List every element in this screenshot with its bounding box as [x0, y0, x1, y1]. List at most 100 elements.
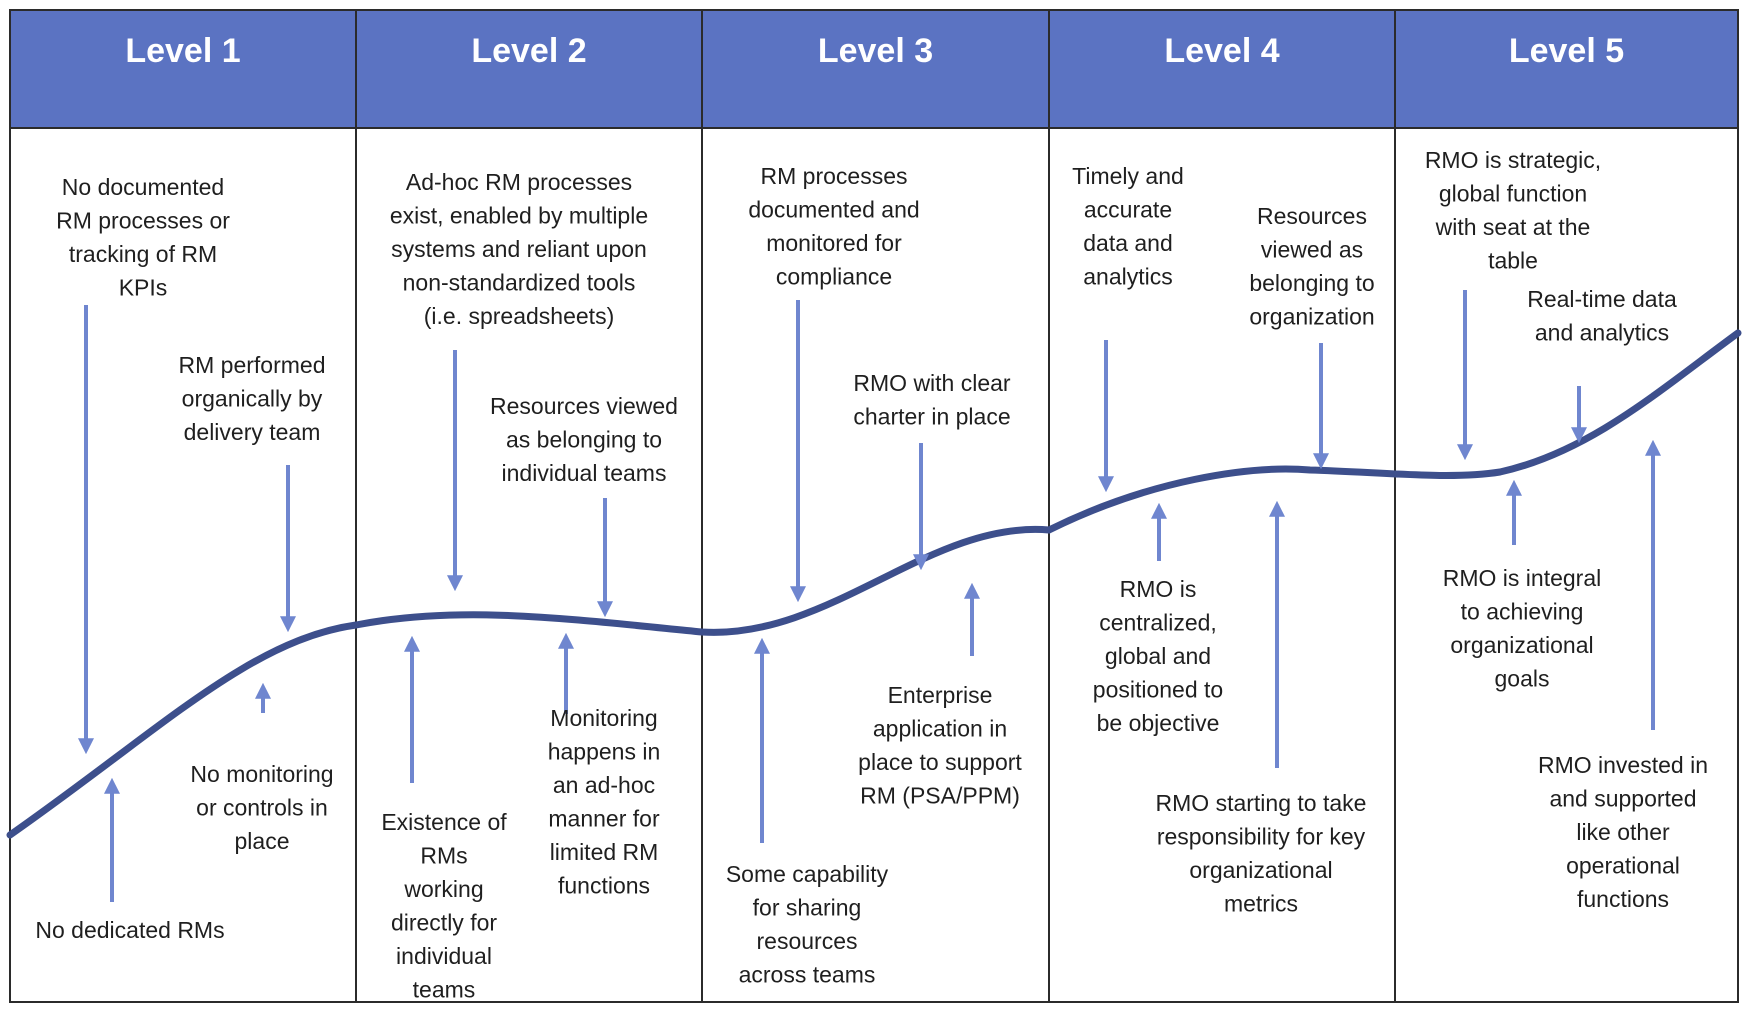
annotation-line: directly for	[391, 910, 497, 936]
annotation-line: Monitoring	[550, 705, 657, 731]
annotation-line: accurate	[1084, 197, 1172, 223]
annotation-line: No monitoring	[190, 761, 333, 787]
annotation-line: manner for	[548, 806, 660, 832]
annotation-line: RM performed	[179, 352, 326, 378]
annotation-line: individual	[396, 943, 492, 969]
annotation-line: limited RM	[550, 839, 659, 865]
annotation-line: tracking of RM	[69, 241, 217, 267]
annotation-line: (i.e. spreadsheets)	[424, 303, 614, 329]
annotation-line: Real-time data	[1527, 286, 1677, 312]
annotation-7: Existence of RMs working directly for indivi…	[381, 809, 507, 1003]
annotation-line: and analytics	[1535, 320, 1669, 346]
annotation-line: for sharing	[753, 895, 862, 921]
annotation-line: data and	[1083, 230, 1173, 256]
annotation-14: Resources viewed as belonging to organizati…	[1249, 203, 1374, 330]
annotation-line: Timely and	[1072, 163, 1184, 189]
annotation-line: KPIs	[119, 275, 168, 301]
curve-layer	[6, 329, 1742, 839]
annotation-line: like other	[1576, 819, 1670, 845]
annotation-line: Existence of	[381, 809, 507, 835]
annotation-line: to achieving	[1461, 599, 1584, 625]
annotation-line: as belonging to	[506, 427, 662, 453]
annotation-line: metrics	[1224, 891, 1298, 917]
annotation-line: RM (PSA/PPM)	[860, 783, 1020, 809]
annotation-line: RMO starting to take	[1156, 790, 1367, 816]
level-header-2: Level 2	[471, 32, 586, 70]
grid-layer: Level 1 Level 2 Level 3 Level 4 Level 5	[9, 9, 1739, 1003]
annotation-line: with seat at the	[1435, 214, 1591, 240]
annotation-line: RMs	[420, 843, 467, 869]
annotation-line: belonging to	[1249, 270, 1374, 296]
annotation-line: functions	[558, 873, 650, 899]
annotation-line: RMO is strategic,	[1425, 147, 1601, 173]
level-header-4: Level 4	[1164, 32, 1279, 70]
annotation-line: centralized,	[1099, 610, 1217, 636]
annotation-line: working	[403, 876, 483, 902]
annotation-line: RMO invested in	[1538, 752, 1708, 778]
annotation-line: RM processes	[761, 163, 908, 189]
annotation-line: individual teams	[502, 460, 667, 486]
annotation-8: Monitoring happens in an ad-hoc manner for l…	[548, 705, 661, 899]
annotation-line: place to support	[858, 749, 1022, 775]
annotation-18: Real-time data and analytics	[1527, 286, 1677, 346]
annotation-line: RMO with clear	[853, 370, 1011, 396]
annotation-line: Some capability	[726, 861, 889, 887]
annotation-line: global and	[1105, 643, 1211, 669]
annotation-15: RMO is centralized, global and positioned t…	[1093, 576, 1223, 736]
annotation-line: be objective	[1097, 710, 1220, 736]
annotation-19: RMO is integral to achieving organizationa…	[1443, 565, 1601, 692]
annotation-line: goals	[1495, 666, 1550, 692]
annotation-line: Resources	[1257, 203, 1367, 229]
annotation-line: operational	[1566, 853, 1680, 879]
level-header-5: Level 5	[1509, 32, 1624, 70]
annotation-16: RMO starting to take responsibility for k…	[1156, 790, 1367, 917]
annotation-line: organically by	[182, 386, 323, 412]
annotation-line: exist, enabled by multiple	[390, 203, 648, 229]
annotation-line: happens in	[548, 739, 661, 765]
annotation-line: Enterprise	[888, 682, 993, 708]
annotation-line: viewed as	[1261, 237, 1363, 263]
annotation-line: Resources viewed	[490, 393, 678, 419]
level-header-1: Level 1	[125, 32, 240, 70]
table-border	[9, 9, 1739, 1003]
annotation-line: systems and reliant upon	[391, 236, 647, 262]
annotation-line: RM processes or	[56, 208, 230, 234]
annotation-line: delivery team	[184, 419, 321, 445]
annotation-12: Enterprise application in place to support…	[858, 682, 1022, 809]
annotation-line: application in	[873, 716, 1007, 742]
annotation-line: an ad-hoc	[553, 772, 655, 798]
level-header-3: Level 3	[818, 32, 933, 70]
annotation-line: organizational	[1189, 857, 1332, 883]
annotation-line: RMO is integral	[1443, 565, 1601, 591]
annotation-line: table	[1488, 248, 1538, 274]
annotation-line: Ad-hoc RM processes	[406, 169, 632, 195]
arrow-layer	[78, 290, 1661, 902]
annotation-6: Resources viewed as belonging to individua…	[490, 393, 678, 486]
annotation-line: analytics	[1083, 264, 1172, 290]
annotation-line: teams	[413, 977, 476, 1003]
annotation-line: across teams	[739, 962, 876, 988]
annotation-line: RMO is	[1120, 576, 1197, 602]
annotation-line: and supported	[1549, 786, 1696, 812]
annotation-line: organizational	[1450, 632, 1593, 658]
annotation-line: non-standardized tools	[403, 270, 636, 296]
annotation-line: functions	[1577, 886, 1669, 912]
annotation-line: responsibility for key	[1157, 824, 1366, 850]
annotation-line: documented and	[748, 197, 919, 223]
annotation-line: or controls in	[196, 795, 328, 821]
annotation-5: Ad-hoc RM processes exist, enabled by mul…	[390, 169, 648, 329]
annotation-line: organization	[1249, 304, 1374, 330]
header-band	[10, 10, 1738, 128]
maturity-curve	[6, 329, 1742, 839]
annotation-4: No dedicated RMs	[35, 917, 224, 943]
annotation-line: positioned to	[1093, 677, 1223, 703]
